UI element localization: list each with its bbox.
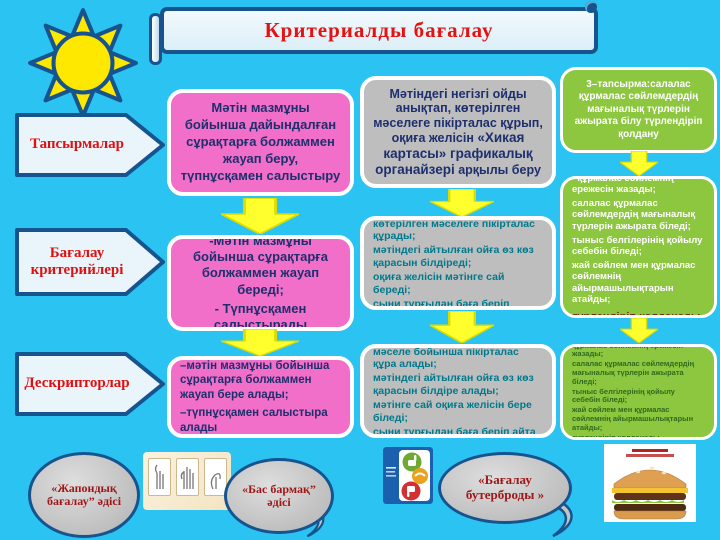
down-arrow-icon	[430, 189, 494, 217]
list-item: мәтіндегі айтылған ойға өз көз қарасын б…	[373, 244, 534, 269]
list-item: сыни тұрғыдан баға беріп айта алады.	[373, 425, 536, 438]
list-item: жай сөйлем мен құрмалас сөйлемнің айырма…	[572, 405, 694, 432]
task2-descriptors-list: мазмұнын бере алады;мәселе бойынша пікір…	[373, 345, 543, 438]
task2-box: Мәтіндегі негізгі ойды анықтап, көтерілг…	[360, 76, 556, 188]
list-item: тыныс белгілерінің қойылу себебін біледі…	[572, 386, 675, 405]
down-arrow-icon	[620, 318, 658, 343]
title-banner: Критериалды бағалау	[160, 7, 598, 54]
list-item: оқиға желісін мәтінге сай береді;	[373, 271, 505, 296]
list-item: мәтіндегі айтылған ойға өз көз қарасын б…	[373, 372, 534, 397]
list-item: -Мәтін мазмұны бойынша сұрақтарға болжам…	[193, 235, 328, 297]
list-item: көтерілген мәселеге пікірталас құрады;	[373, 217, 535, 243]
method-label: «Бас бармақ” әдісі	[242, 481, 316, 509]
task2-descriptors-box: мазмұнын бере алады;мәселе бойынша пікір…	[360, 344, 556, 438]
task3-criteria-highlight: түрлендіріп қолданады	[572, 311, 701, 318]
task1-descriptors-box: –мәтін мазмұны бойынша сұрақтарға болжам…	[167, 356, 354, 438]
list-item: –мәтін мазмұны бойынша сұрақтарға болжам…	[180, 360, 330, 401]
list-item: тыныс белгілерінің қойылу себебін біледі…	[572, 234, 703, 258]
list-item: мәтінге сай оқиға желісін бере біледі;	[373, 399, 532, 424]
thumbs-up-down-image	[383, 447, 433, 504]
list-item: салалас құрмалас сөйлемдердің мағыналық …	[572, 359, 695, 386]
task1-criteria-list: -Мәтін мазмұны бойынша сұрақтарға болжам…	[180, 235, 341, 331]
row-label-criteria: Бағалау критерийлері	[14, 227, 166, 297]
task3-criteria-list: –құрмалас сөйлемнің ережесін жазады;сала…	[572, 176, 705, 308]
row-label-descriptors: Дескрипторлар	[14, 351, 166, 417]
method-sandwich-callout: «Бағалау бутерброды »	[438, 452, 572, 524]
list-item: - Түпнұсқамен салыстырады	[213, 300, 308, 331]
task2-criteria-box: -мәтін мазмұнын түсінеді;көтерілген мәсе…	[360, 216, 556, 310]
task3-descriptors-box: құрмалас сөйлемнің ережесін жазады;салал…	[560, 344, 717, 440]
task1-criteria-box: -Мәтін мазмұны бойынша сұрақтарға болжам…	[167, 235, 354, 331]
down-arrow-icon	[620, 151, 658, 176]
down-arrow-icon	[221, 198, 299, 234]
task2-criteria-list: -мәтін мазмұнын түсінеді;көтерілген мәсе…	[373, 217, 543, 310]
list-item: –түпнұсқамен салыстыра алады	[180, 407, 328, 434]
row-label-text: Дескрипторлар	[24, 375, 130, 392]
list-item: –құрмалас сөйлемнің ережесін жазады;	[572, 176, 674, 196]
row-label-text: Бағалау критерийлері	[30, 244, 124, 278]
hand-signs-image	[143, 452, 231, 510]
task3-descriptors-list: құрмалас сөйлемнің ережесін жазады;салал…	[572, 344, 705, 440]
down-arrow-icon	[221, 329, 299, 356]
hamburger-image	[604, 444, 696, 522]
row-label-tasks: Тапсырмалар	[14, 112, 166, 178]
method-japanese-callout: «Жапондық бағалау” әдісі	[28, 452, 140, 538]
task2-text: Мәтіндегі негізгі ойды анықтап, көтерілг…	[373, 86, 543, 177]
sun-icon	[22, 2, 144, 124]
list-item: салалас құрмалас сөйлемдердің мағыналық …	[572, 198, 696, 232]
list-item: құрмалас сөйлемнің ережесін жазады;	[572, 344, 683, 359]
task3-text: 3–тапсырма:салалас құрмалас сөйлемдердің…	[574, 78, 703, 140]
method-label: «Бағалау бутерброды »	[465, 472, 545, 502]
list-item: мәселе бойынша пікірталас құра алады;	[373, 345, 519, 371]
method-thumb-callout: «Бас бармақ” әдісі	[224, 458, 334, 534]
down-arrow-icon	[430, 311, 494, 343]
page-title: Критериалды бағалау	[264, 18, 494, 42]
pin-icon	[585, 1, 597, 13]
task3-criteria-box: –құрмалас сөйлемнің ережесін жазады;сала…	[560, 176, 717, 318]
method-label: «Жапондық бағалау” әдісі	[46, 480, 122, 508]
list-item: түрлендіріп қолданады	[572, 432, 660, 440]
task1-box: Мәтін мазмұны бойынша дайындалған сұрақт…	[167, 89, 354, 196]
list-item: жай сөйлем мен құрмалас сөйлемнің айырма…	[572, 260, 696, 306]
task1-descriptors-list: –мәтін мазмұны бойынша сұрақтарға болжам…	[180, 360, 341, 434]
row-label-text: Тапсырмалар	[29, 136, 125, 153]
task1-text: Мәтін мазмұны бойынша дайындалған сұрақт…	[180, 100, 341, 183]
task3-box: 3–тапсырма:салалас құрмалас сөйлемдердің…	[560, 67, 717, 153]
list-item: сыни тұрғыдан баға беріп айтады.	[373, 297, 510, 310]
